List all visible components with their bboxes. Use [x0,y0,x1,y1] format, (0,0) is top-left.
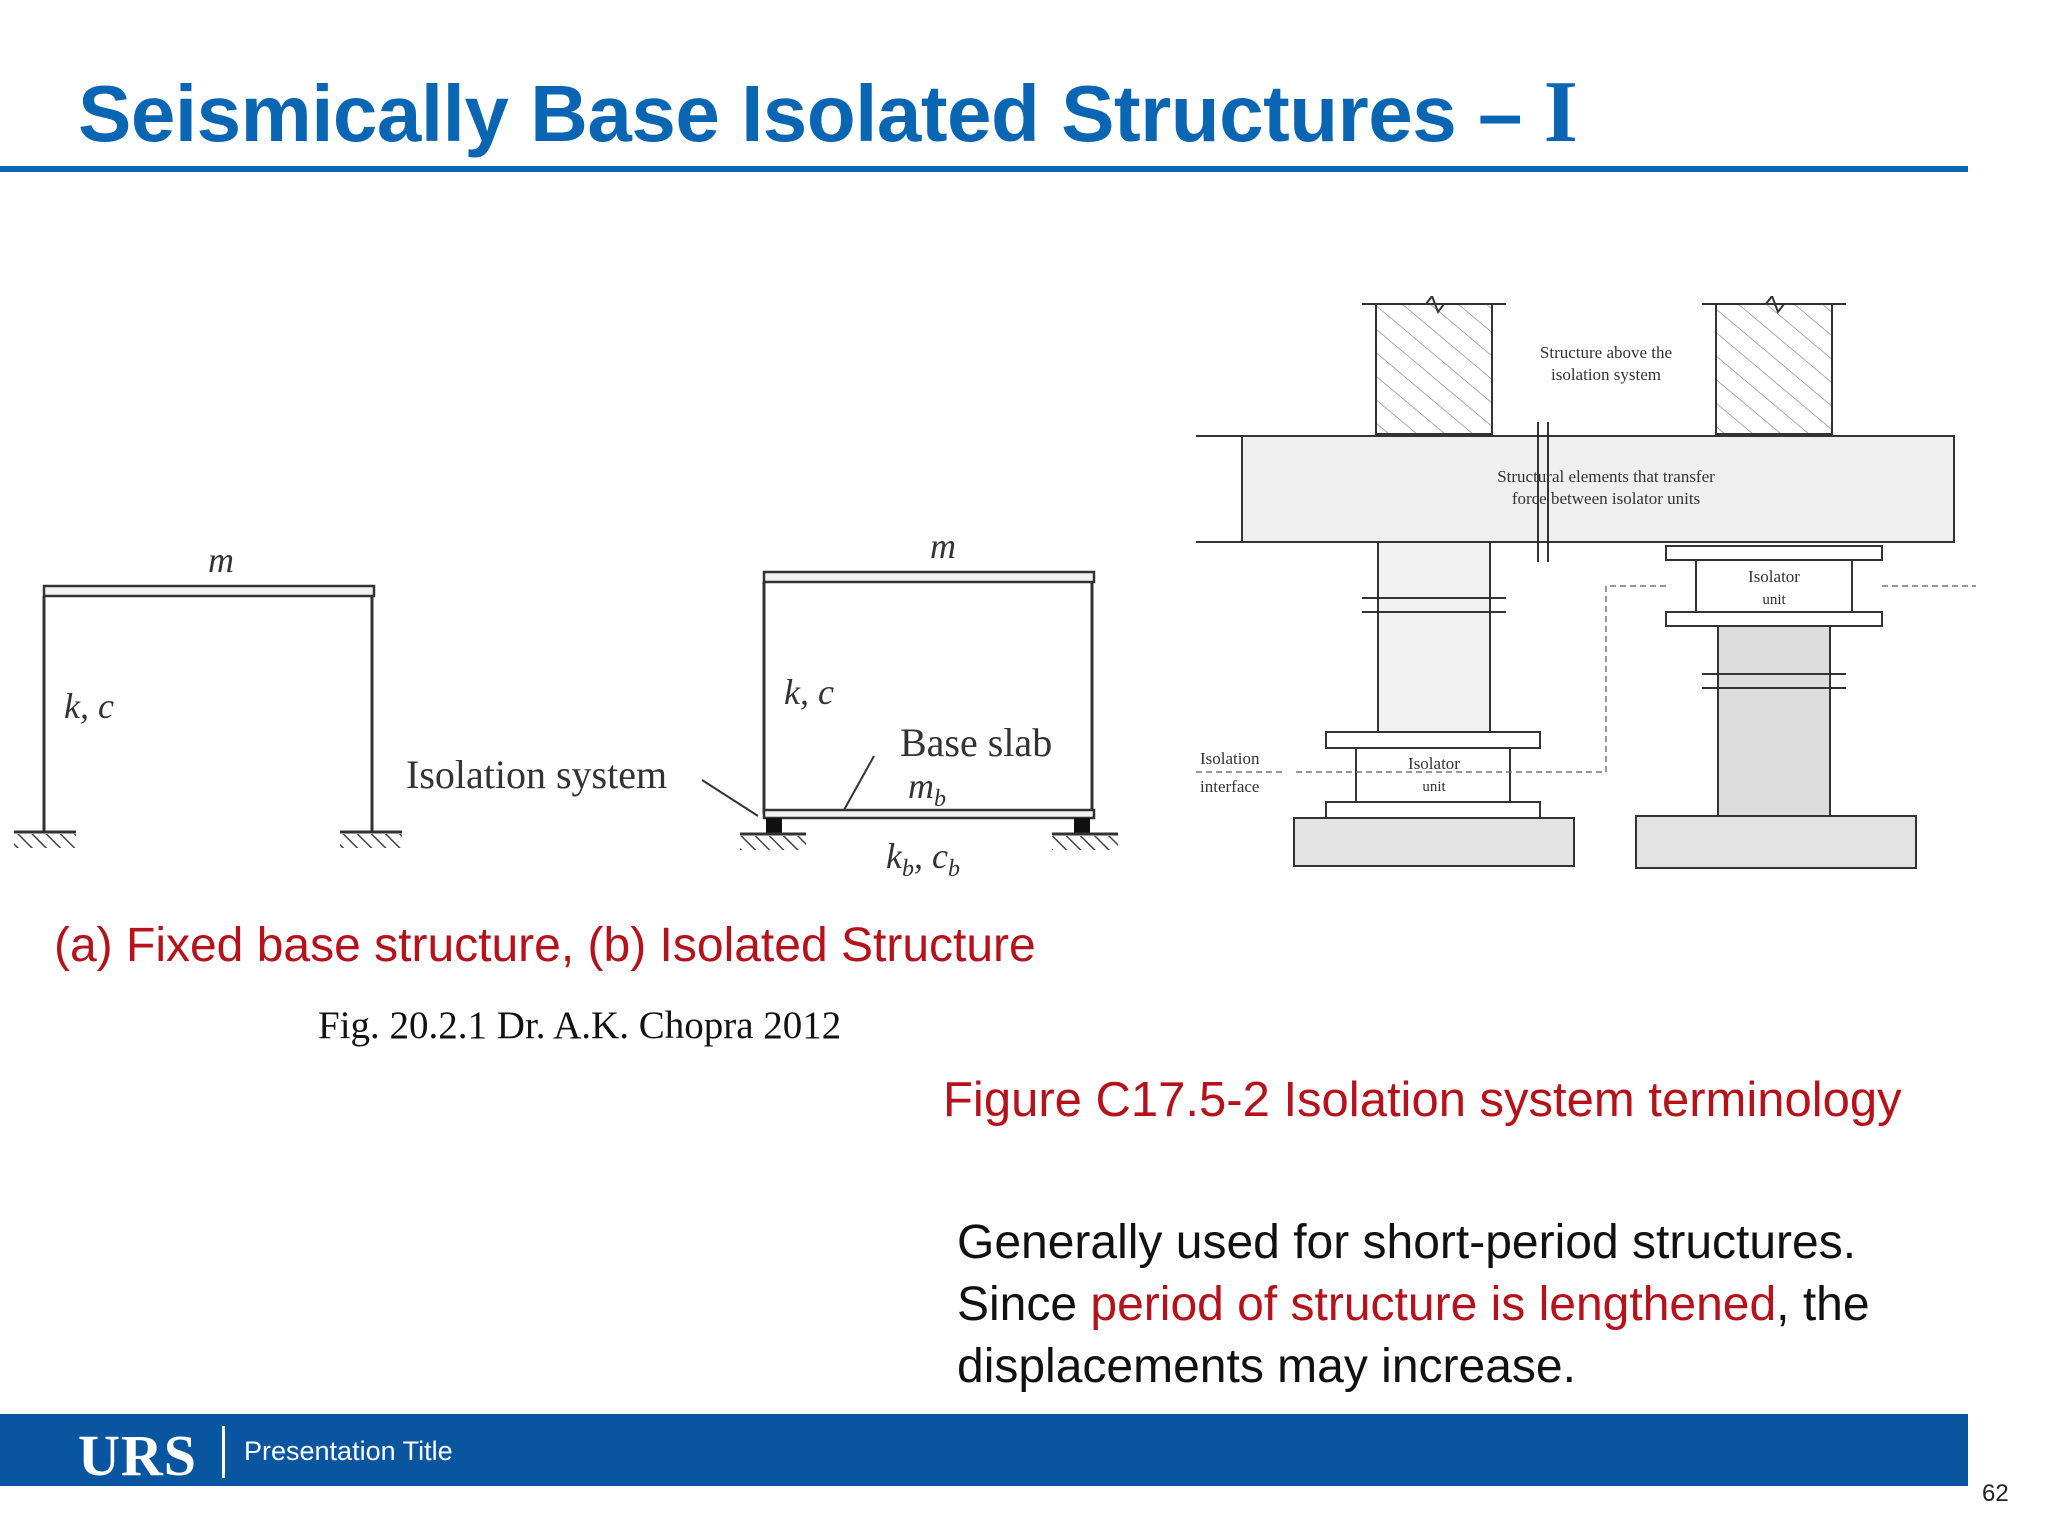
slide-title-text: Seismically Base Isolated Structures – [78,69,1544,158]
chopra-figure: m k, c m k, c Isolation system Base slab… [14,526,1118,882]
isolator-bearing-right [1074,818,1090,834]
slide-title: Seismically Base Isolated Structures – I [78,62,1578,163]
label-structural-elements-1: Structural elements that transfer [1497,467,1715,486]
label-isolation-system: Isolation system [406,752,667,797]
label-kb-cb: kb, cb [886,836,960,882]
label-isolator-unit-left-2: unit [1422,779,1446,795]
footer-presentation-title: Presentation Title [244,1436,453,1466]
body-line-1: Generally used for short-period structur… [957,1216,1857,1269]
label-isolator-unit-right-2: unit [1762,592,1786,608]
label-m-fixed: m [208,540,234,580]
label-mb: mb [908,766,946,812]
footer-bar [0,1414,1968,1486]
footer-divider [222,1426,225,1478]
label-m-isolated: m [930,526,956,566]
caption-terminology: Figure C17.5-2 Isolation system terminol… [943,1073,1902,1127]
page-number: 62 [1982,1480,2009,1507]
title-underline [0,166,1968,172]
footer-swoosh [1880,1414,1968,1486]
fixed-base-frame [14,584,402,848]
highlighted-phrase: period of structure is lengthened [1090,1278,1777,1331]
label-kc-fixed: k, c [64,686,114,726]
body-paragraph: Generally used for short-period structur… [957,1212,1870,1398]
label-isolation-interface-2: interface [1200,777,1259,796]
label-kc-isolated: k, c [784,672,834,712]
body-line-2: Since period of structure is lengthened,… [957,1278,1870,1331]
label-isolation-interface-1: Isolation [1200,749,1260,768]
label-base-slab: Base slab [900,720,1052,765]
label-isolator-unit-right-1: Isolator [1748,567,1800,586]
label-structural-elements-2: force between isolator units [1512,489,1700,508]
isolator-bearing-left [766,818,782,834]
caption-chopra: (a) Fixed base structure, (b) Isolated S… [54,919,1036,972]
label-structure-above-2: isolation system [1551,365,1661,384]
slide-title-numeral: I [1543,64,1578,161]
isolated-frame [701,570,1118,850]
body-line-3: displacements may increase. [957,1340,1576,1393]
figure-reference: Fig. 20.2.1 Dr. A.K. Chopra 2012 [318,1004,842,1047]
label-isolator-unit-left-1: Isolator [1408,754,1460,773]
terminology-figure: Structure above the isolation system Str… [1196,296,1976,869]
label-structure-above-1: Structure above the [1540,343,1672,362]
urs-logo: URS [78,1423,198,1488]
